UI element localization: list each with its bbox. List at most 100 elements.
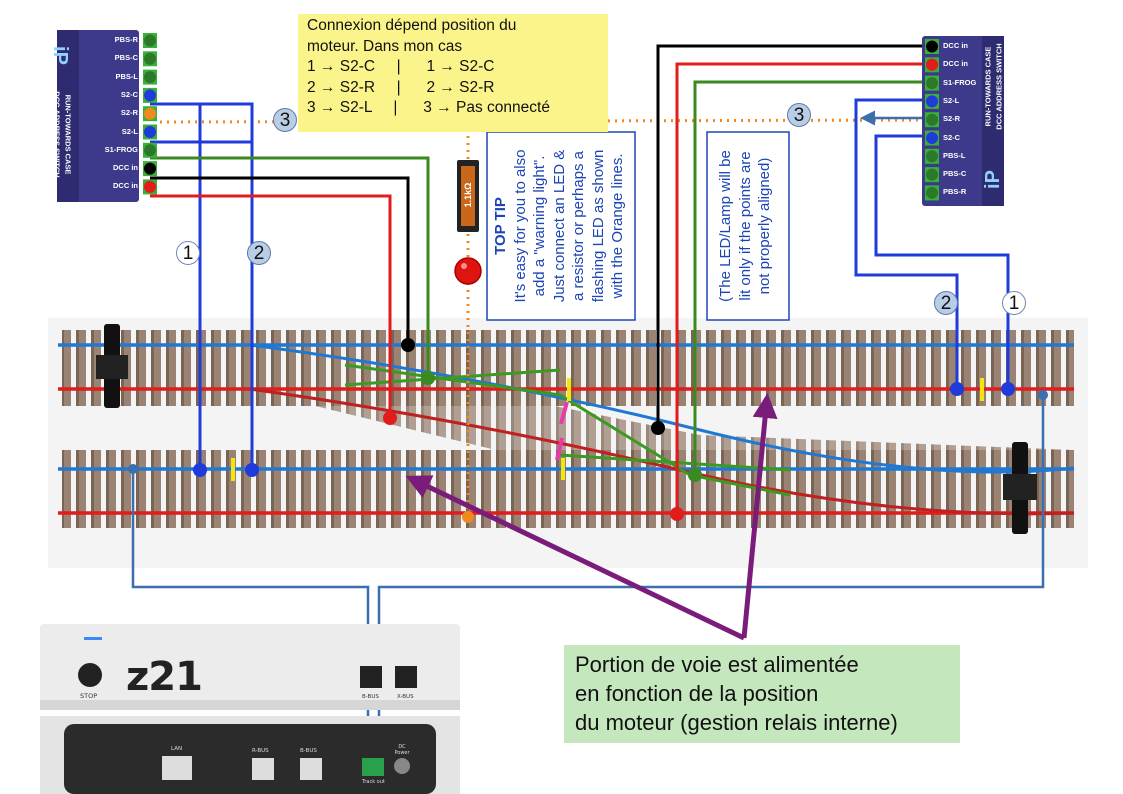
switch-left-model-2: RUN-TOWARDS CASE bbox=[63, 94, 73, 175]
z21-port-bbus-back bbox=[300, 758, 322, 780]
resistor-label: 1.1kΩ bbox=[463, 182, 473, 208]
wire-left-s2r bbox=[150, 102, 254, 142]
wire-left-dcc-black bbox=[150, 176, 410, 345]
warning-led bbox=[454, 257, 482, 285]
endpoint-left-frog bbox=[421, 371, 435, 385]
terminal-screw-left-3 bbox=[144, 89, 156, 102]
switch-left-brand: iP bbox=[48, 46, 71, 65]
terminal-screw-right-2 bbox=[926, 77, 938, 90]
z21-label-rbus: R-BUS bbox=[252, 748, 269, 754]
feed-endpoint-left bbox=[128, 464, 138, 474]
led-note-line-2: lit only if the points are bbox=[736, 151, 754, 301]
z21-stop-label: STOP bbox=[80, 692, 98, 700]
badge-left-3: 3 bbox=[273, 108, 297, 132]
top-tip-title: TOP TIP bbox=[492, 197, 509, 255]
switch-board-right bbox=[922, 36, 1004, 206]
terminal-screw-right-7 bbox=[926, 168, 938, 181]
endpoint-left-black bbox=[401, 338, 415, 352]
pin-label-right-4: S2-R bbox=[943, 114, 961, 124]
z21-label-track-out: Track out bbox=[362, 779, 385, 785]
led-note-box bbox=[706, 131, 790, 321]
orange-junction-bottom bbox=[462, 511, 474, 523]
wire-right-frog bbox=[693, 80, 934, 475]
resistor-body bbox=[461, 166, 475, 226]
note-line-2: moteur. Dans mon cas bbox=[307, 37, 463, 55]
terminal-screw-right-4 bbox=[926, 113, 938, 126]
frog-rail-green-1 bbox=[344, 363, 791, 497]
top-tip-line-1: It's easy for you to also bbox=[511, 149, 529, 303]
track-area bbox=[48, 318, 1088, 568]
endpoint-left-1 bbox=[193, 463, 207, 477]
warning-led-wiring bbox=[159, 116, 937, 523]
purple-arrow-right bbox=[741, 393, 778, 639]
z21-top-unit-bottom bbox=[40, 700, 460, 710]
gap-frog-pink-1 bbox=[559, 401, 569, 425]
pin-label-left-4: S2-R bbox=[120, 108, 138, 118]
wire-right-s2l bbox=[854, 98, 959, 389]
badge-right-3: 3 bbox=[787, 103, 811, 127]
top-tip-line-2: add a "warning light". bbox=[531, 155, 548, 297]
z21-label-dc-power: DC Power bbox=[394, 744, 410, 756]
pin-label-right-1: DCC in bbox=[943, 59, 968, 69]
pin-label-left-3: S2-C bbox=[120, 89, 138, 99]
terminal-screw-right-0 bbox=[926, 40, 938, 53]
z21-port-xbus bbox=[395, 666, 417, 688]
note-line-3: 1 → S2-C | 1 → S2-C bbox=[307, 58, 495, 75]
frog-rail-green-2 bbox=[344, 368, 791, 472]
pin-label-right-2: S1-FROG bbox=[943, 77, 977, 87]
pin-label-left-2: PBS-L bbox=[115, 71, 139, 81]
terminal-screw-left-4 bbox=[144, 107, 156, 120]
switch-right-model-2: RUN-TOWARDS CASE bbox=[983, 46, 993, 127]
z21-port-bbus bbox=[360, 666, 382, 688]
endpoint-left-red bbox=[383, 411, 397, 425]
point-motor-left-body bbox=[96, 355, 128, 379]
z21-label-lan: LAN bbox=[171, 746, 183, 752]
pin-label-right-6: PBS-L bbox=[943, 150, 966, 160]
pin-label-left-0: PBS-R bbox=[114, 35, 138, 44]
terminal-screw-left-6 bbox=[144, 144, 156, 157]
top-tip-box bbox=[486, 131, 636, 321]
warning-led-highlight bbox=[461, 263, 467, 269]
terminal-screw-left-5 bbox=[144, 126, 156, 138]
terminal-screw-left-0 bbox=[144, 34, 156, 47]
wire-right-dcc-red bbox=[675, 62, 934, 514]
switch-left-model-1: DCC ADDRESS SWITCH bbox=[52, 91, 62, 178]
wire-right-dcc-black bbox=[656, 44, 934, 428]
rail-diverging-blue bbox=[249, 343, 1075, 474]
pin-label-right-0: DCC in bbox=[943, 41, 968, 50]
top-tip-line-6: with the Orange lines. bbox=[609, 153, 626, 299]
right-wire-endpoints bbox=[651, 382, 1015, 521]
green-note-line-3: du moteur (gestion relais interne) bbox=[575, 710, 898, 735]
led-note-line-1: (The LED/Lamp will be bbox=[717, 150, 734, 302]
pin-label-left-1: PBS-C bbox=[114, 53, 138, 63]
top-tip-line-5: flashing LED as shown bbox=[589, 149, 607, 303]
endpoint-left-2 bbox=[245, 463, 259, 477]
switch-right-brand: iP bbox=[981, 170, 1004, 189]
feed-endpoint-right bbox=[1038, 390, 1048, 400]
pin-label-left-7: DCC in bbox=[113, 163, 138, 173]
terminal-screw-right-5 bbox=[926, 132, 938, 144]
terminal-screw-left-7 bbox=[144, 162, 156, 175]
z21-top-unit bbox=[40, 624, 460, 710]
led-note-text: (The LED/Lamp will be lit only if the po… bbox=[716, 136, 780, 316]
left-switch-wiring bbox=[150, 102, 430, 470]
pin-label-right-5: S2-C bbox=[943, 132, 961, 142]
wire-left-dcc-red bbox=[150, 194, 392, 418]
wire-left-frog bbox=[150, 156, 430, 378]
z21-back-panel bbox=[64, 724, 436, 794]
terminal-screw-right-3 bbox=[926, 95, 938, 108]
endpoint-right-red bbox=[670, 507, 684, 521]
board-right-edge bbox=[982, 36, 1004, 206]
terminal-screw-right-6 bbox=[926, 150, 938, 163]
pin-label-right-7: PBS-C bbox=[943, 169, 967, 179]
z21-device bbox=[40, 624, 460, 794]
pin-label-left-6: S1-FROG bbox=[104, 144, 138, 154]
note-line-1: Connexion dépend position du bbox=[307, 17, 517, 34]
green-note-line-1: Portion de voie est alimentée bbox=[575, 652, 859, 677]
note-line-5: 3 → S2-L | 3 → Pas connecté bbox=[307, 99, 550, 116]
z21-port-rbus bbox=[252, 758, 274, 780]
terminal-screw-left-1 bbox=[144, 52, 156, 65]
badge-left-1: 1 bbox=[176, 241, 200, 265]
endpoint-right-2 bbox=[950, 382, 964, 396]
